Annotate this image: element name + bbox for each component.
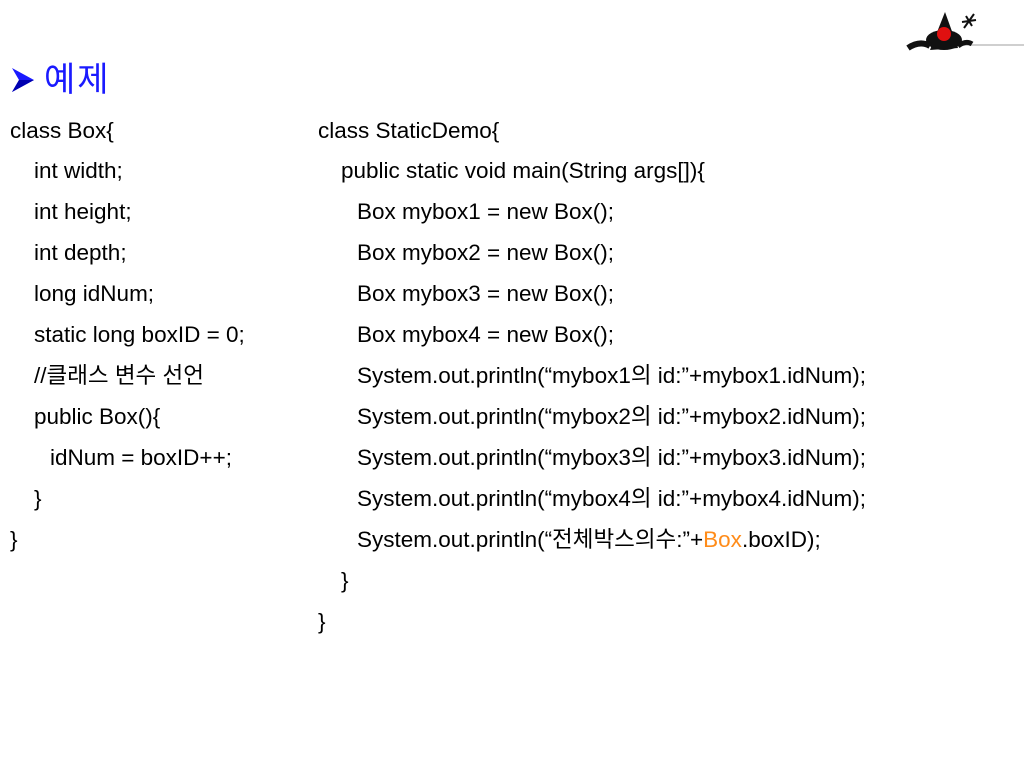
code-line-total: System.out.println(“전체박스의수:”+Box.boxID); bbox=[357, 526, 821, 554]
code-line: } bbox=[318, 609, 326, 634]
slide-title: 예제 bbox=[44, 60, 111, 100]
code-line: idNum = boxID++; bbox=[50, 445, 232, 470]
title-row: 예제 bbox=[10, 58, 111, 102]
code-line: int height; bbox=[34, 199, 132, 224]
highlighted-class-name: Box bbox=[703, 527, 742, 552]
code-line: } bbox=[341, 568, 349, 593]
code-line-total-end: .boxID); bbox=[741, 527, 821, 552]
code-line: Box mybox4 = new Box(); bbox=[357, 322, 614, 347]
code-line: class Box{ bbox=[10, 118, 114, 143]
code-line: int depth; bbox=[34, 240, 127, 265]
code-line: System.out.println(“mybox1의 id:”+mybox1.… bbox=[357, 363, 866, 388]
code-line-total-start: System.out.println(“전체박스의수:”+ bbox=[357, 527, 704, 552]
code-line: int width; bbox=[34, 158, 123, 183]
code-line: long idNum; bbox=[34, 281, 155, 306]
code-line: System.out.println(“mybox2의 id:”+mybox2.… bbox=[357, 404, 866, 429]
code-line: } bbox=[10, 527, 18, 552]
code-line: System.out.println(“mybox4의 id:”+mybox4.… bbox=[357, 486, 866, 511]
code-line: Box mybox1 = new Box(); bbox=[357, 199, 614, 224]
code-line: class StaticDemo{ bbox=[318, 118, 500, 143]
code-line: Box mybox2 = new Box(); bbox=[357, 240, 614, 265]
code-line: public static void main(String args[]){ bbox=[341, 158, 705, 183]
code-line: } bbox=[34, 486, 42, 511]
code-comment: //클래스 변수 선언 bbox=[34, 363, 204, 388]
code-line: Box mybox3 = new Box(); bbox=[357, 281, 614, 306]
code-line: static long boxID = 0; bbox=[34, 322, 245, 347]
code-line: System.out.println(“mybox3의 id:”+mybox3.… bbox=[357, 445, 866, 470]
arrow-bullet-icon bbox=[12, 68, 34, 92]
java-duke-logo-icon bbox=[906, 12, 1024, 51]
code-line: public Box(){ bbox=[34, 404, 161, 429]
